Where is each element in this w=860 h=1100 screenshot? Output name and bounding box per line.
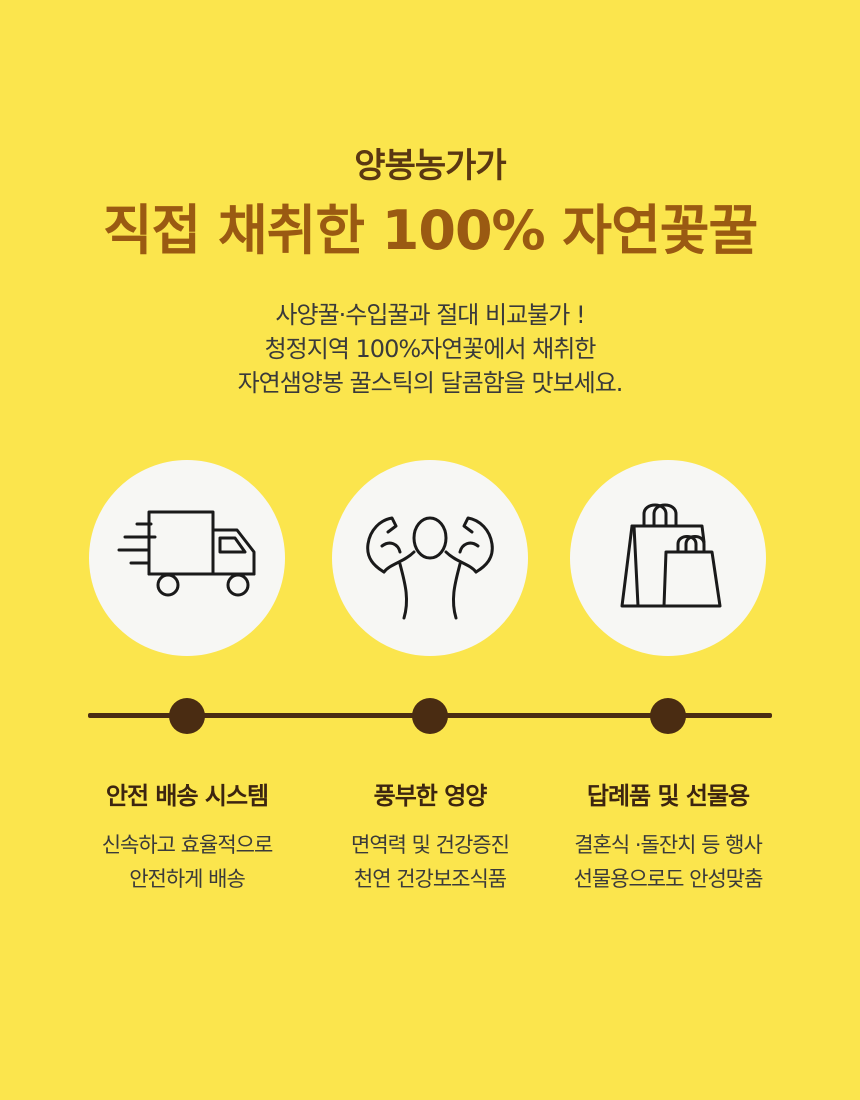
- feature-title-delivery: 안전 배송 시스템: [105, 782, 269, 810]
- nutrition-circle: [332, 460, 528, 656]
- feature-desc-line: 안전하게 배송: [129, 867, 246, 891]
- description-line: 사양꿀·수입꿀과 절대 비교불가 !: [275, 301, 585, 329]
- description-line: 자연샘양봉 꿀스틱의 달콤함을 맛보세요.: [237, 369, 624, 397]
- timeline-dot: [412, 698, 448, 734]
- delivery-truck-icon: [117, 510, 256, 597]
- delivery-circle: [89, 460, 285, 656]
- feature-desc-nutrition: 면역력 및 건강증진 천연 건강보조식품: [290, 828, 570, 896]
- feature-desc-line: 신속하고 효율적으로: [101, 833, 274, 857]
- pre-title: 양봉농가가: [354, 146, 506, 186]
- muscle-body-icon: [366, 516, 494, 620]
- feature-title-gift: 답례품 및 선물용: [586, 782, 750, 810]
- main-title: 직접 채취한 100% 자연꽃꿀: [102, 199, 758, 262]
- description-line: 청정지역 100%자연꽃에서 채취한: [264, 335, 597, 363]
- timeline-dot: [650, 698, 686, 734]
- feature-desc-line: 면역력 및 건강증진: [351, 833, 510, 857]
- feature-desc-delivery: 신속하고 효율적으로 안전하게 배송: [47, 828, 327, 896]
- feature-desc-line: 결혼식 ·돌잔치 등 행사: [574, 833, 763, 857]
- feature-title-nutrition: 풍부한 영양: [373, 782, 488, 810]
- gift-circle: [570, 460, 766, 656]
- shopping-bags-icon: [620, 503, 722, 608]
- feature-desc-gift: 결혼식 ·돌잔치 등 행사 선물용으로도 안성맞춤: [528, 828, 808, 896]
- feature-desc-line: 천연 건강보조식품: [353, 867, 507, 891]
- description: 사양꿀·수입꿀과 절대 비교불가 ! 청정지역 100%자연꽃에서 채취한 자연…: [0, 298, 860, 400]
- timeline-dot: [169, 698, 205, 734]
- feature-desc-line: 선물용으로도 안성맞춤: [573, 867, 764, 891]
